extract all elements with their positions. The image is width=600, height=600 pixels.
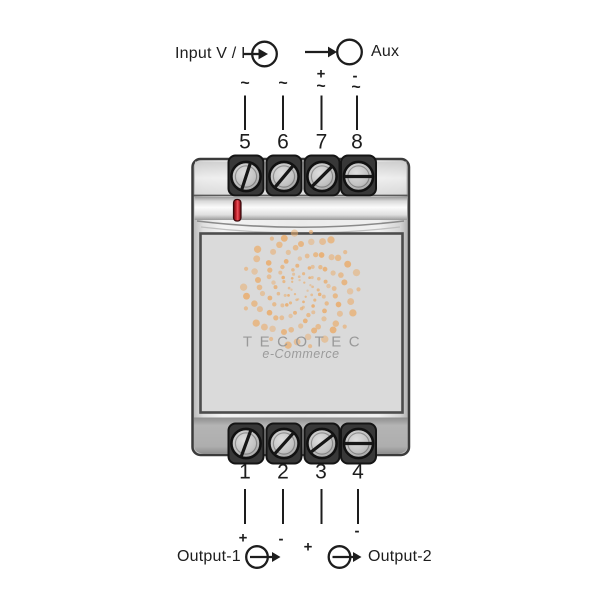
output1-minus-sign: - xyxy=(278,530,284,548)
output2-source-symbol xyxy=(327,545,362,569)
terminal-screw-1 xyxy=(227,422,265,465)
terminal-number-8: 8 xyxy=(351,130,363,154)
bottom-terminal-screws xyxy=(227,422,377,465)
aux-arrow-icon xyxy=(328,46,337,58)
terminal-number-1: 1 xyxy=(239,460,251,484)
terminal-screw-3 xyxy=(303,422,341,465)
terminal-number-3: 3 xyxy=(315,460,327,484)
ac-tilde-7: ~ xyxy=(316,78,326,95)
terminal-screw-2 xyxy=(265,422,303,465)
terminal-number-6: 6 xyxy=(277,130,289,154)
din-rail-device xyxy=(191,154,411,465)
output2-plus-sign: + xyxy=(303,538,313,556)
terminal-number-7: 7 xyxy=(315,130,328,154)
brand-name: TECOTEC xyxy=(242,333,368,351)
aux-plus-sign: + xyxy=(316,65,326,83)
terminal-screw-6 xyxy=(265,154,303,197)
output1-arrow-icon xyxy=(272,552,281,562)
output1-source-symbol xyxy=(245,545,281,569)
screw-slot-icon xyxy=(239,429,253,458)
aux-supply-symbol xyxy=(305,38,363,66)
input-label: Input V / I xyxy=(175,45,246,62)
ac-tilde-6: ~ xyxy=(278,75,288,92)
terminal-leads-bottom xyxy=(244,489,359,524)
status-led xyxy=(232,198,242,222)
terminal-number-5: 5 xyxy=(239,130,251,154)
terminal-screw-5 xyxy=(227,154,265,197)
terminal-number-2: 2 xyxy=(277,460,289,484)
input-source-symbol xyxy=(243,40,278,68)
screw-slot-icon xyxy=(311,165,333,188)
screw-slot-icon xyxy=(273,432,295,455)
output1-plus-sign: + xyxy=(238,529,248,547)
screw-slot-icon xyxy=(274,164,294,189)
front-panel xyxy=(199,232,404,414)
output2-label: Output-2 xyxy=(368,548,432,565)
screw-slot-icon xyxy=(240,162,252,191)
aux-minus-sign: - xyxy=(352,67,358,85)
brand-subtitle: e-Commerce xyxy=(262,346,340,361)
terminal-leads-top xyxy=(244,95,358,130)
ac-tilde-5: ~ xyxy=(240,75,250,92)
output2-minus-sign: - xyxy=(354,522,360,540)
screw-slot-icon xyxy=(310,433,334,454)
ac-tilde-8: ~ xyxy=(351,79,361,96)
terminal-screw-7 xyxy=(303,154,341,197)
lens-curve-1 xyxy=(196,220,405,229)
output2-arrow-icon xyxy=(353,552,362,562)
top-terminal-screws xyxy=(227,154,377,197)
aux-label: Aux xyxy=(371,43,400,60)
brand-logo-spiral xyxy=(239,229,361,349)
terminal-number-4: 4 xyxy=(352,460,364,484)
input-arrow-icon xyxy=(258,48,268,60)
display-band xyxy=(194,197,407,220)
terminal-screw-8 xyxy=(340,154,377,197)
terminal-screw-4 xyxy=(340,422,377,465)
output1-label: Output-1 xyxy=(177,548,241,565)
